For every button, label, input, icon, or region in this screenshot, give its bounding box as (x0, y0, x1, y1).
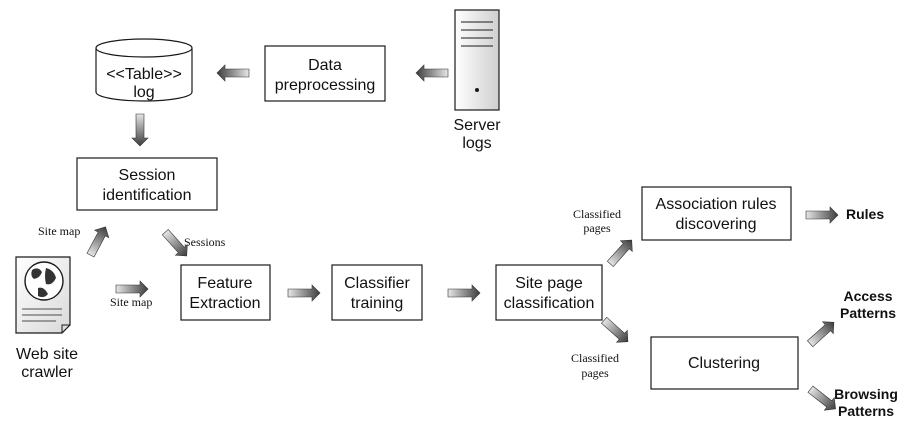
web-site-crawler-line2: crawler (21, 364, 73, 381)
classified-pages-down-line1: Classified (571, 351, 619, 365)
web-site-crawler-node: Web site crawler (15, 256, 78, 381)
arrow-session-to-feature (161, 229, 188, 257)
feature-extraction-node: Feature Extraction (180, 264, 271, 321)
session-identification-node: Session identification (76, 157, 218, 211)
classifier-training-box (331, 264, 423, 321)
arrow-clustering-to-browsing (807, 385, 836, 411)
arrow-log-to-session (131, 113, 149, 147)
site-map-right-label: Site map (110, 295, 152, 309)
data-preprocessing-node: Data preprocessing (264, 45, 386, 102)
server-logs-line1: Server (453, 117, 501, 134)
globe-document-icon (15, 256, 71, 334)
classified-pages-up-line1: Classified (573, 207, 621, 221)
data-preprocessing-box (264, 45, 386, 102)
browsing-patterns-line1: Browsing (834, 386, 898, 402)
association-rules-line1: Association rules (656, 196, 777, 213)
arrow-preprocessing-to-log (216, 64, 250, 82)
clustering-label: Clustering (688, 355, 760, 372)
classified-pages-down-line2: pages (581, 366, 609, 380)
classifier-training-line2: training (351, 295, 403, 312)
classifier-training-node: Classifier training (331, 264, 423, 321)
feature-extraction-box (180, 264, 271, 321)
feature-extraction-line1: Feature (197, 275, 252, 292)
site-page-classification-node: Site page classification (495, 264, 603, 321)
clustering-node: Clustering (650, 336, 799, 390)
data-preprocessing-line2: preprocessing (275, 77, 376, 94)
table-log-node: <<Table>> log (95, 38, 193, 102)
server-logs-node: Server logs (453, 9, 501, 152)
arrow-sitepage-to-clustering (601, 316, 629, 343)
server-logs-line2: logs (462, 135, 491, 152)
arrow-server-to-preprocessing (415, 64, 449, 82)
access-patterns-line1: Access (843, 288, 892, 304)
data-preprocessing-line1: Data (308, 57, 342, 74)
site-page-classification-line2: classification (504, 295, 595, 312)
table-log-line2: log (133, 84, 154, 101)
arrow-classifier-to-sitepage (447, 284, 481, 302)
arrow-crawler-to-session (86, 226, 110, 258)
site-map-up-label: Site map (38, 224, 80, 238)
arrow-clustering-to-access (807, 321, 835, 348)
clustering-box (650, 336, 799, 390)
feature-extraction-line2: Extraction (189, 295, 260, 312)
site-page-classification-box (495, 264, 603, 321)
session-identification-line2: identification (103, 187, 192, 204)
web-site-crawler-line1: Web site (16, 346, 78, 363)
table-log-line1: <<Table>> (106, 66, 182, 83)
site-page-classification-line1: Site page (515, 275, 583, 292)
arrow-crawler-to-feature (115, 280, 149, 298)
arrow-association-to-rules (805, 206, 839, 224)
access-patterns-line2: Patterns (840, 305, 896, 321)
session-identification-line1: Session (119, 167, 176, 184)
rules-output-label: Rules (846, 206, 884, 222)
association-rules-node: Association rules discovering (641, 186, 792, 241)
browsing-patterns-line2: Patterns (838, 403, 894, 419)
association-rules-box (641, 186, 792, 241)
database-cylinder-icon (95, 48, 193, 102)
session-identification-box (76, 157, 218, 211)
arrows (86, 64, 839, 411)
sessions-label: Sessions (184, 235, 226, 249)
server-tower-icon (454, 9, 500, 111)
arrow-sitepage-to-association (606, 239, 633, 267)
arrow-feature-to-classifier (287, 284, 321, 302)
association-rules-line2: discovering (676, 216, 757, 233)
database-cylinder-top (95, 38, 193, 58)
classified-pages-up-line2: pages (583, 221, 611, 235)
classifier-training-line1: Classifier (344, 275, 410, 292)
